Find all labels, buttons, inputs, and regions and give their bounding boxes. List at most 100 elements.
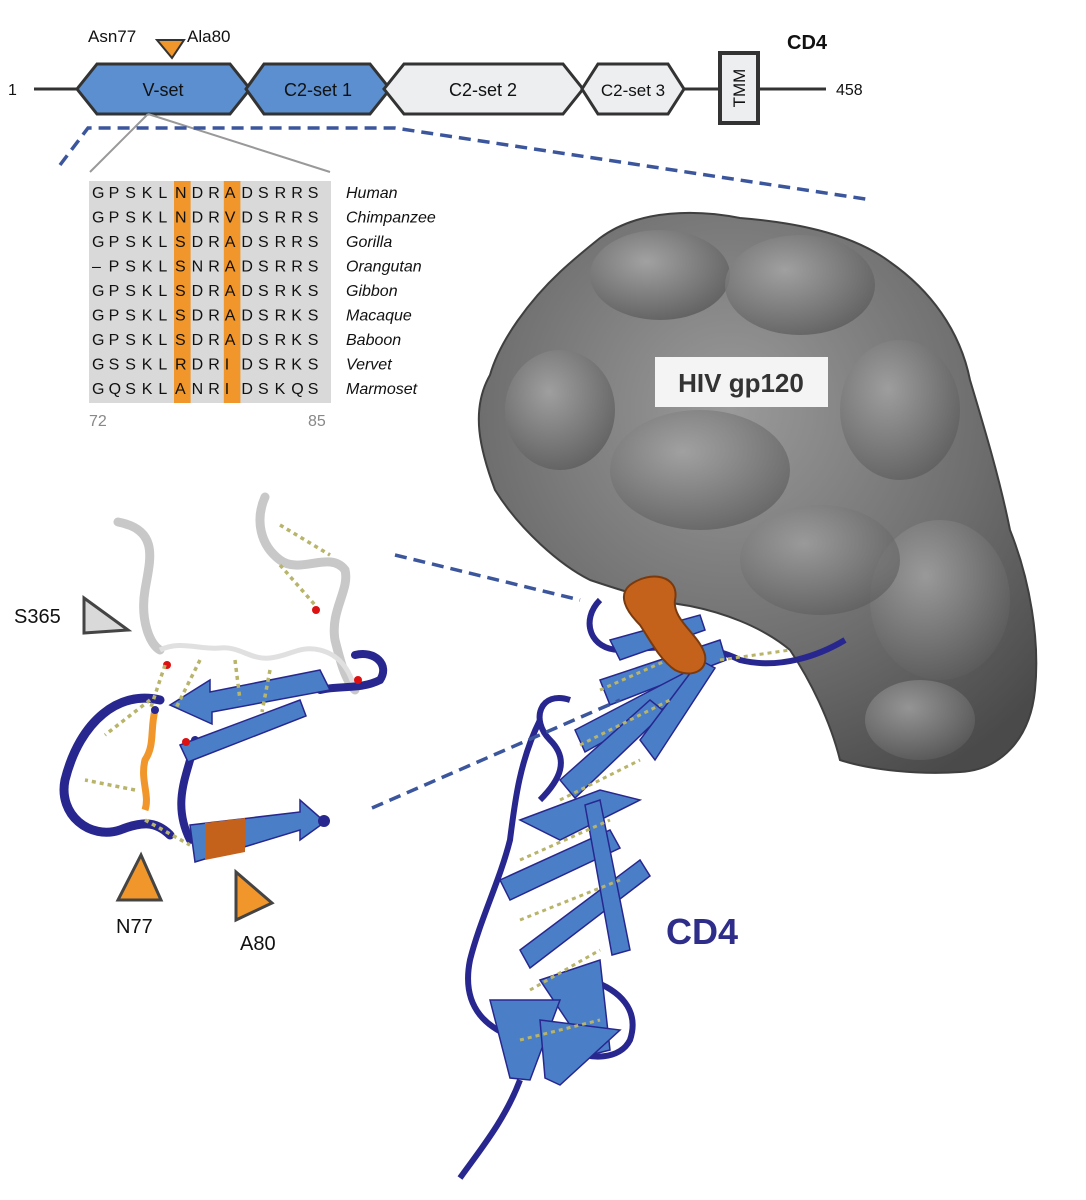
marker-triangle-icon <box>234 868 275 923</box>
domain-map: 1 458 CD4 Asn77 Ala80 V-set C2-set 1 C2-… <box>8 27 873 202</box>
tm-label: TMM <box>730 69 749 108</box>
coil-segment <box>457 1078 523 1180</box>
oxygen-atom <box>182 738 190 746</box>
species-name: Vervet <box>346 357 392 374</box>
domain-v-set: V-set <box>75 62 252 116</box>
zoom-guide-right <box>147 113 331 173</box>
marker-a80: A80 <box>234 868 276 955</box>
inset-connector-top <box>394 553 581 602</box>
species-name: Chimpanzee <box>346 210 436 227</box>
zoom-guide-left <box>89 113 149 173</box>
species-name: Orangutan <box>346 259 422 276</box>
hbond-line <box>519 878 621 922</box>
species-name: Gibbon <box>346 283 398 300</box>
hbond-line <box>279 523 331 557</box>
end-position-label: 458 <box>836 82 863 99</box>
alignment-start-position: 72 <box>89 413 107 430</box>
hbond-line <box>84 778 136 792</box>
beta-strand <box>584 799 631 956</box>
species-name: Human <box>346 185 398 202</box>
hbond-line <box>719 648 791 662</box>
hbond-line <box>529 948 601 992</box>
hbond-line <box>144 818 191 847</box>
beta-strand <box>498 829 622 901</box>
inset-beta-strand <box>178 699 307 763</box>
strand-terminus <box>318 815 330 827</box>
marker-triangle-icon <box>115 851 164 902</box>
gp120-label-box: HIV gp120 <box>655 357 828 407</box>
hydrogen-bonds <box>519 648 791 1042</box>
marker-n77: N77 <box>115 851 164 938</box>
backbone-stick <box>158 642 358 691</box>
cd4-coil <box>59 693 175 840</box>
coil-segment <box>465 718 543 1043</box>
marker-label: N77 <box>116 916 153 938</box>
domain-shape <box>244 62 392 116</box>
domain-c2-set-2: C2-set 2 <box>382 62 585 116</box>
tm-domain: TMM <box>718 51 760 125</box>
cd4-ribbon: CD4 <box>457 575 847 1180</box>
site-label-ala80: Ala80 <box>187 27 230 46</box>
gp120-label-bg <box>655 357 828 407</box>
domain-c2-set-3: C2-set 3 <box>580 62 686 116</box>
beta-strand <box>639 659 717 762</box>
domain-shape <box>580 62 686 116</box>
species-name: Baboon <box>346 332 401 349</box>
domain-label: C2-set 1 <box>284 80 352 100</box>
hbond-line <box>278 563 317 607</box>
gp120-loop <box>113 517 165 655</box>
site-marker-icon <box>154 39 186 60</box>
inset-beta-strand <box>168 669 332 726</box>
dashed-zoom-line <box>58 126 873 202</box>
marker-label: A80 <box>240 933 276 955</box>
inset-strand-highlight <box>205 818 245 860</box>
inset-hydrogen-bonds <box>84 523 331 847</box>
species-name: Marmoset <box>346 381 418 398</box>
highlight-column <box>174 181 191 403</box>
oxygen-atom <box>354 676 362 684</box>
species-name: Macaque <box>346 308 412 325</box>
start-position-label: 1 <box>8 82 17 99</box>
gp120-loop <box>255 492 360 695</box>
cd4-coil <box>316 650 388 694</box>
hbond-line <box>519 1018 601 1042</box>
alignment-background <box>89 181 331 403</box>
domain-label: C2-set 2 <box>449 80 517 100</box>
hbond-line <box>233 659 242 701</box>
hbond-line <box>103 698 152 737</box>
surface-bump <box>590 230 730 320</box>
surface-bump <box>865 680 975 760</box>
inset-connector-bottom <box>371 698 621 810</box>
protein-name-label: CD4 <box>787 32 828 54</box>
marker-triangle-icon <box>82 595 133 635</box>
marker-s365: S365 <box>14 595 133 635</box>
alignment-end-position: 85 <box>308 413 326 430</box>
cd4-structure-label: CD4 <box>666 911 738 952</box>
hbond-line <box>579 698 671 747</box>
alignment-highlights <box>174 181 241 403</box>
inset-structure <box>59 492 388 863</box>
hbond-line <box>173 659 202 711</box>
domain-label: V-set <box>142 80 183 100</box>
surface-bump <box>610 410 790 530</box>
beta-strand <box>539 1019 622 1086</box>
surface-bump <box>725 235 875 335</box>
nitrogen-atom <box>151 706 159 714</box>
species-name: Gorilla <box>346 234 392 251</box>
domain-c2-set-1: C2-set 1 <box>244 62 392 116</box>
coil-segment <box>536 695 571 803</box>
surface-bump <box>740 505 900 615</box>
surface-bump <box>505 350 615 470</box>
gp120-label: HIV gp120 <box>678 368 804 398</box>
hbond-line <box>260 669 272 713</box>
oxygen-atom <box>312 606 320 614</box>
tm-box <box>718 51 760 125</box>
highlight-column <box>223 181 241 403</box>
domain-label: C2-set 3 <box>601 81 665 100</box>
surface-bump <box>840 340 960 480</box>
n77-side-chain <box>140 709 159 812</box>
